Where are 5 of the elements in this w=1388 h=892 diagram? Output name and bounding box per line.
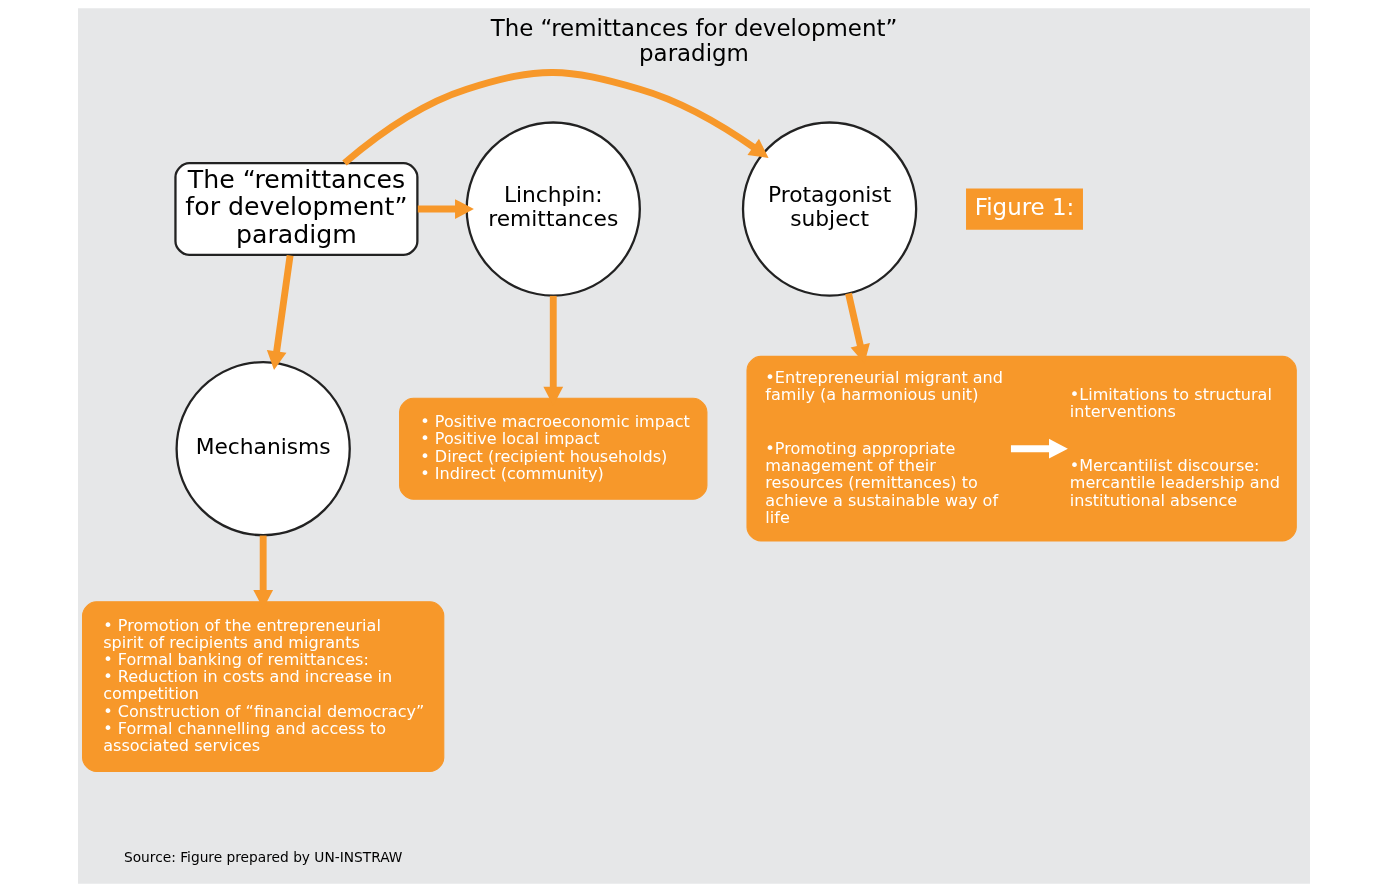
label: Figure 1: bbox=[974, 193, 1075, 220]
node-text: •Entrepreneurial migrant and family (a harmonious unit) •Promoting appropriate management of their resources (remittances) to achieve a sustainable way of life bbox=[765, 367, 1003, 527]
diagram-title: The “remittances for development” paradigm bbox=[490, 14, 898, 66]
caption: Source: Figure prepared by UN-INSTRAW bbox=[123, 849, 403, 866]
node-text: •Limitations to structural interventions •Mercantilist discourse: mercantile leadership and institutional absence bbox=[1069, 385, 1280, 510]
